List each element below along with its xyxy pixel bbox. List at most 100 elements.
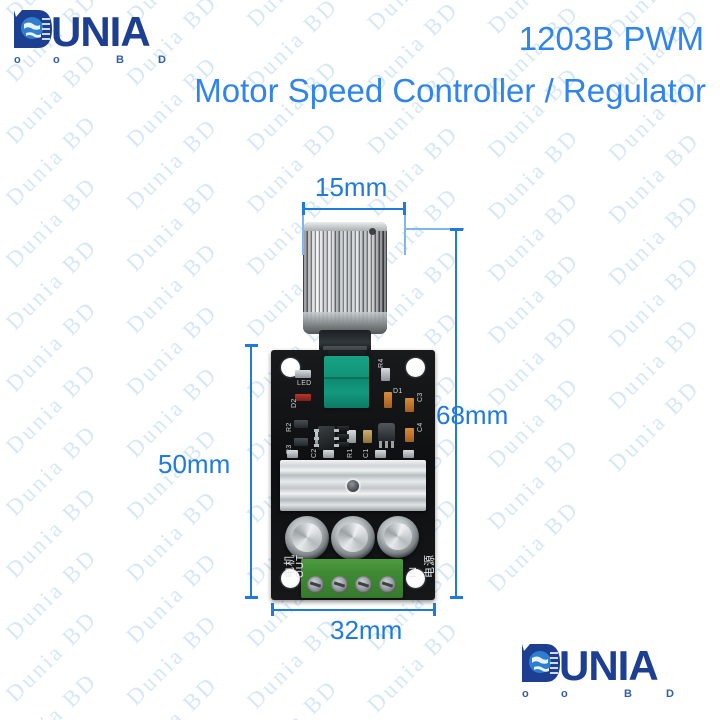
silkscreen-r2: R2 [286,422,293,432]
smd-pad-row-2 [337,434,349,439]
electrolytic-capacitor-2 [331,516,375,560]
logo-subletter-0: o [522,688,529,700]
dimension-line-total-height [455,230,457,598]
dimension-cap-total-bottom [450,596,463,599]
brand-logo-bottom: UNIA o o B D [516,640,691,702]
product-code-title: 1203B PWM [518,20,704,57]
logo-subletter-1: o [53,54,60,66]
globe-icon [516,640,562,686]
capacitor-top-2 [338,523,368,553]
ic-pin-1 [314,429,319,432]
knob-knurling [303,230,387,322]
knob-top-band [303,222,387,231]
mounting-hole-bottom-left [281,569,300,588]
mosfet-transistor [378,423,395,448]
terminal-slot-1 [309,581,322,588]
smd-pad-edge-2 [323,450,334,458]
smd-led [295,370,311,378]
screw-terminal-2 [331,576,348,593]
extension-line-knob-right [404,205,406,255]
logo-subletter-3: D [666,688,674,700]
ic-pin-5 [334,437,339,440]
product-assembly: LED D2 R2 R3 C2 R4 D1 C3 C4 R1 C1 [271,222,435,600]
label-power-cn: 电源 [424,554,435,578]
screw-terminal-3 [355,576,372,593]
dimension-label-knob-width: 15mm [315,172,388,202]
smd-resistor-r2 [294,420,308,428]
dimension-line-board-height [250,345,252,598]
ic-pin-2 [314,437,319,440]
heatsink-screw [347,480,359,492]
ic-pin-6 [334,444,339,447]
globe-icon [8,6,54,52]
dimension-label-board-height: 50mm [158,449,231,479]
smd-pad-edge-4 [403,450,414,458]
knob-indicator-dot [369,228,376,235]
dimension-cap-total-top [450,228,463,231]
product-name-title: Motor Speed Controller / Regulator [194,72,706,109]
electrolytic-capacitor-3 [377,516,419,558]
screw-terminal-block [301,559,403,598]
terminal-slot-4 [381,581,394,588]
aluminum-heatsink [280,460,426,511]
logo-subletter-2: B [116,54,124,66]
capacitor-top-3 [384,522,412,551]
logo-subletter-0: o [14,54,21,66]
dimension-label-total-height: 68mm [436,400,509,430]
silkscreen-d2: D2 [291,398,298,408]
silkscreen-r1: R1 [347,448,354,458]
logo-wordmark: UNIA [51,8,151,55]
smd-resistor-r3 [294,438,308,446]
logo-subletters: o o B D [516,688,691,702]
screw-terminal-4 [379,576,396,593]
electrolytic-capacitor-1 [285,516,329,560]
smd-resistor-r1 [347,430,356,443]
dimension-label-board-width: 32mm [330,615,403,645]
dimension-line-board-width [272,609,435,611]
dimension-cap-board-top [245,344,258,347]
logo-subletter-3: D [158,54,166,66]
logo-subletter-2: B [624,688,632,700]
silkscreen-c4: C4 [417,422,424,432]
ic-pin-4 [334,429,339,432]
silkscreen-c3: C3 [417,392,424,402]
silkscreen-c2: C2 [311,448,318,458]
ic-pin-3 [314,444,319,447]
terminal-slot-2 [333,581,346,588]
logo-main-bottom: UNIA [516,640,691,689]
green-film-capacitor [324,356,369,408]
film-capacitor-tab [328,350,365,358]
dimension-cap-board-bottom [245,596,258,599]
dimension-cap-knob-right [403,202,406,215]
knob-bottom-band [303,312,387,334]
logo-subletters: o o B D [8,54,183,68]
dimension-cap-board-left [271,603,274,616]
label-motor-en: OUT [295,553,306,578]
logo-wordmark: UNIA [559,642,659,689]
smd-resistor-r4 [381,368,390,381]
smd-pad-row-1 [337,426,349,431]
silkscreen-d1: D1 [393,388,403,395]
smd-diode-d1 [384,392,392,408]
capacitor-top-1 [292,523,322,553]
mounting-hole-top-right [406,358,425,377]
silkscreen-c1: C1 [363,448,370,458]
logo-main: UNIA [8,6,183,55]
smd-pad-row-3 [337,442,349,447]
dimension-cap-knob-left [302,202,305,215]
smd-pad-edge-3 [375,450,386,458]
label-power-en: IN [408,566,419,578]
smd-capacitor-c4 [405,428,414,442]
smd-pad-edge-1 [287,450,298,458]
dimension-cap-board-right [433,603,436,616]
silkscreen-led: LED [297,380,312,387]
pcb-board: LED D2 R2 R3 C2 R4 D1 C3 C4 R1 C1 [271,350,435,600]
brand-logo-top: UNIA o o B D [8,6,183,68]
extension-line-total-top [404,228,464,230]
terminal-slot-3 [357,581,370,588]
logo-subletter-1: o [561,688,568,700]
extension-line-knob-left [302,205,304,255]
screw-terminal-1 [307,576,324,593]
smd-capacitor-c1 [363,430,372,443]
